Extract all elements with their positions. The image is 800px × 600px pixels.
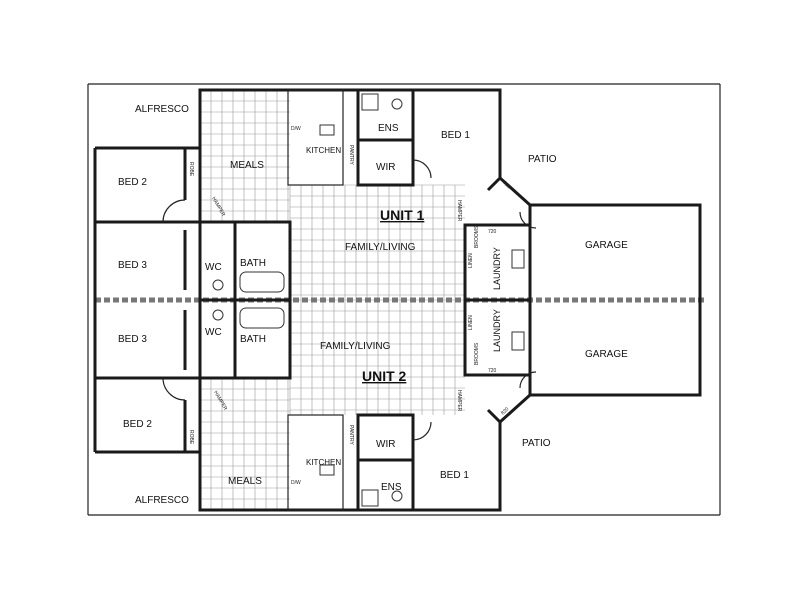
shower-icon <box>361 489 379 507</box>
room-label-wc: WC <box>205 327 222 338</box>
tag-brooms: BROOMS <box>474 225 480 248</box>
room-label-family-living: FAMILY/LIVING <box>345 242 416 253</box>
room-label-laundry: LAUNDRY <box>492 309 502 352</box>
tag-dw: D/W <box>291 126 301 132</box>
tag-pantry: PANTRY <box>348 145 354 165</box>
tag-pantry: PANTRY <box>348 425 354 445</box>
unit-walls <box>93 88 702 512</box>
shower-icon <box>361 93 379 111</box>
room-label-ens: ENS <box>378 123 399 134</box>
room-label-meals: MEALS <box>230 160 264 171</box>
laundry-tub-icon <box>511 249 525 269</box>
tag-linen: LINEN <box>468 315 474 330</box>
toilet-icon <box>391 98 403 110</box>
site-boundary <box>87 83 721 516</box>
tag-hamper: HAMPER <box>210 196 226 218</box>
room-label-bed3: BED 3 <box>118 260 147 271</box>
room-label-family-living: FAMILY/LIVING <box>320 341 391 352</box>
room-label-garage: GARAGE <box>585 349 628 360</box>
tag-robe: ROBE <box>188 430 194 445</box>
tag-robe: ROBE <box>188 162 194 177</box>
room-label-bed3: BED 3 <box>118 334 147 345</box>
fixtures <box>212 93 525 507</box>
room-label-wir: WIR <box>376 439 395 450</box>
tag-dw: D/W <box>291 480 301 486</box>
tag-hamper: HAMPER <box>456 200 462 222</box>
room-label-laundry: LAUNDRY <box>492 247 502 290</box>
toilet-icon <box>391 490 403 502</box>
tag-hamper: HAMPER <box>212 390 228 412</box>
annotation-tags: ROBE D/W PANTRY LINEN HAMPER HAMPER BROO… <box>188 126 512 486</box>
tag-linen: LINEN <box>468 253 474 268</box>
tag-820: 820 <box>500 406 510 416</box>
tag-720: 720 <box>488 368 497 374</box>
room-label-wc: WC <box>205 262 222 273</box>
laundry-tub-icon <box>511 331 525 351</box>
unit-label-1: UNIT 1 <box>380 207 425 223</box>
room-label-alfresco: ALFRESCO <box>135 104 189 115</box>
room-label-patio: PATIO <box>522 438 551 449</box>
tag-hamper: HAMPER <box>456 390 462 412</box>
door-swings <box>162 159 537 441</box>
sink-icon <box>319 464 335 476</box>
room-label-wir: WIR <box>376 162 395 173</box>
room-label-bed1: BED 1 <box>440 470 469 481</box>
room-label-bed2: BED 2 <box>118 177 147 188</box>
room-label-ens: ENS <box>381 482 402 493</box>
bathtub-icon <box>239 271 285 293</box>
room-label-bed1: BED 1 <box>441 130 470 141</box>
unit-label-2: UNIT 2 <box>362 368 407 384</box>
room-label-bath: BATH <box>240 334 266 345</box>
toilet-icon <box>212 279 224 291</box>
tag-820: 820 <box>502 180 512 190</box>
tag-720: 720 <box>488 229 497 235</box>
bathtub-icon <box>239 307 285 329</box>
room-labels: ALFRESCO BED 2 MEALS KITCHEN ENS WIR BED… <box>118 104 628 506</box>
room-label-kitchen: KITCHEN <box>306 146 341 155</box>
room-label-alfresco: ALFRESCO <box>135 495 189 506</box>
room-label-meals: MEALS <box>228 476 262 487</box>
room-label-garage: GARAGE <box>585 240 628 251</box>
sink-icon <box>319 124 335 136</box>
tag-brooms: BROOMS <box>474 342 480 365</box>
room-label-patio: PATIO <box>528 154 557 165</box>
room-label-bath: BATH <box>240 258 266 269</box>
room-label-kitchen: KITCHEN <box>306 458 341 467</box>
toilet-icon <box>212 309 224 321</box>
room-label-bed2: BED 2 <box>123 419 152 430</box>
